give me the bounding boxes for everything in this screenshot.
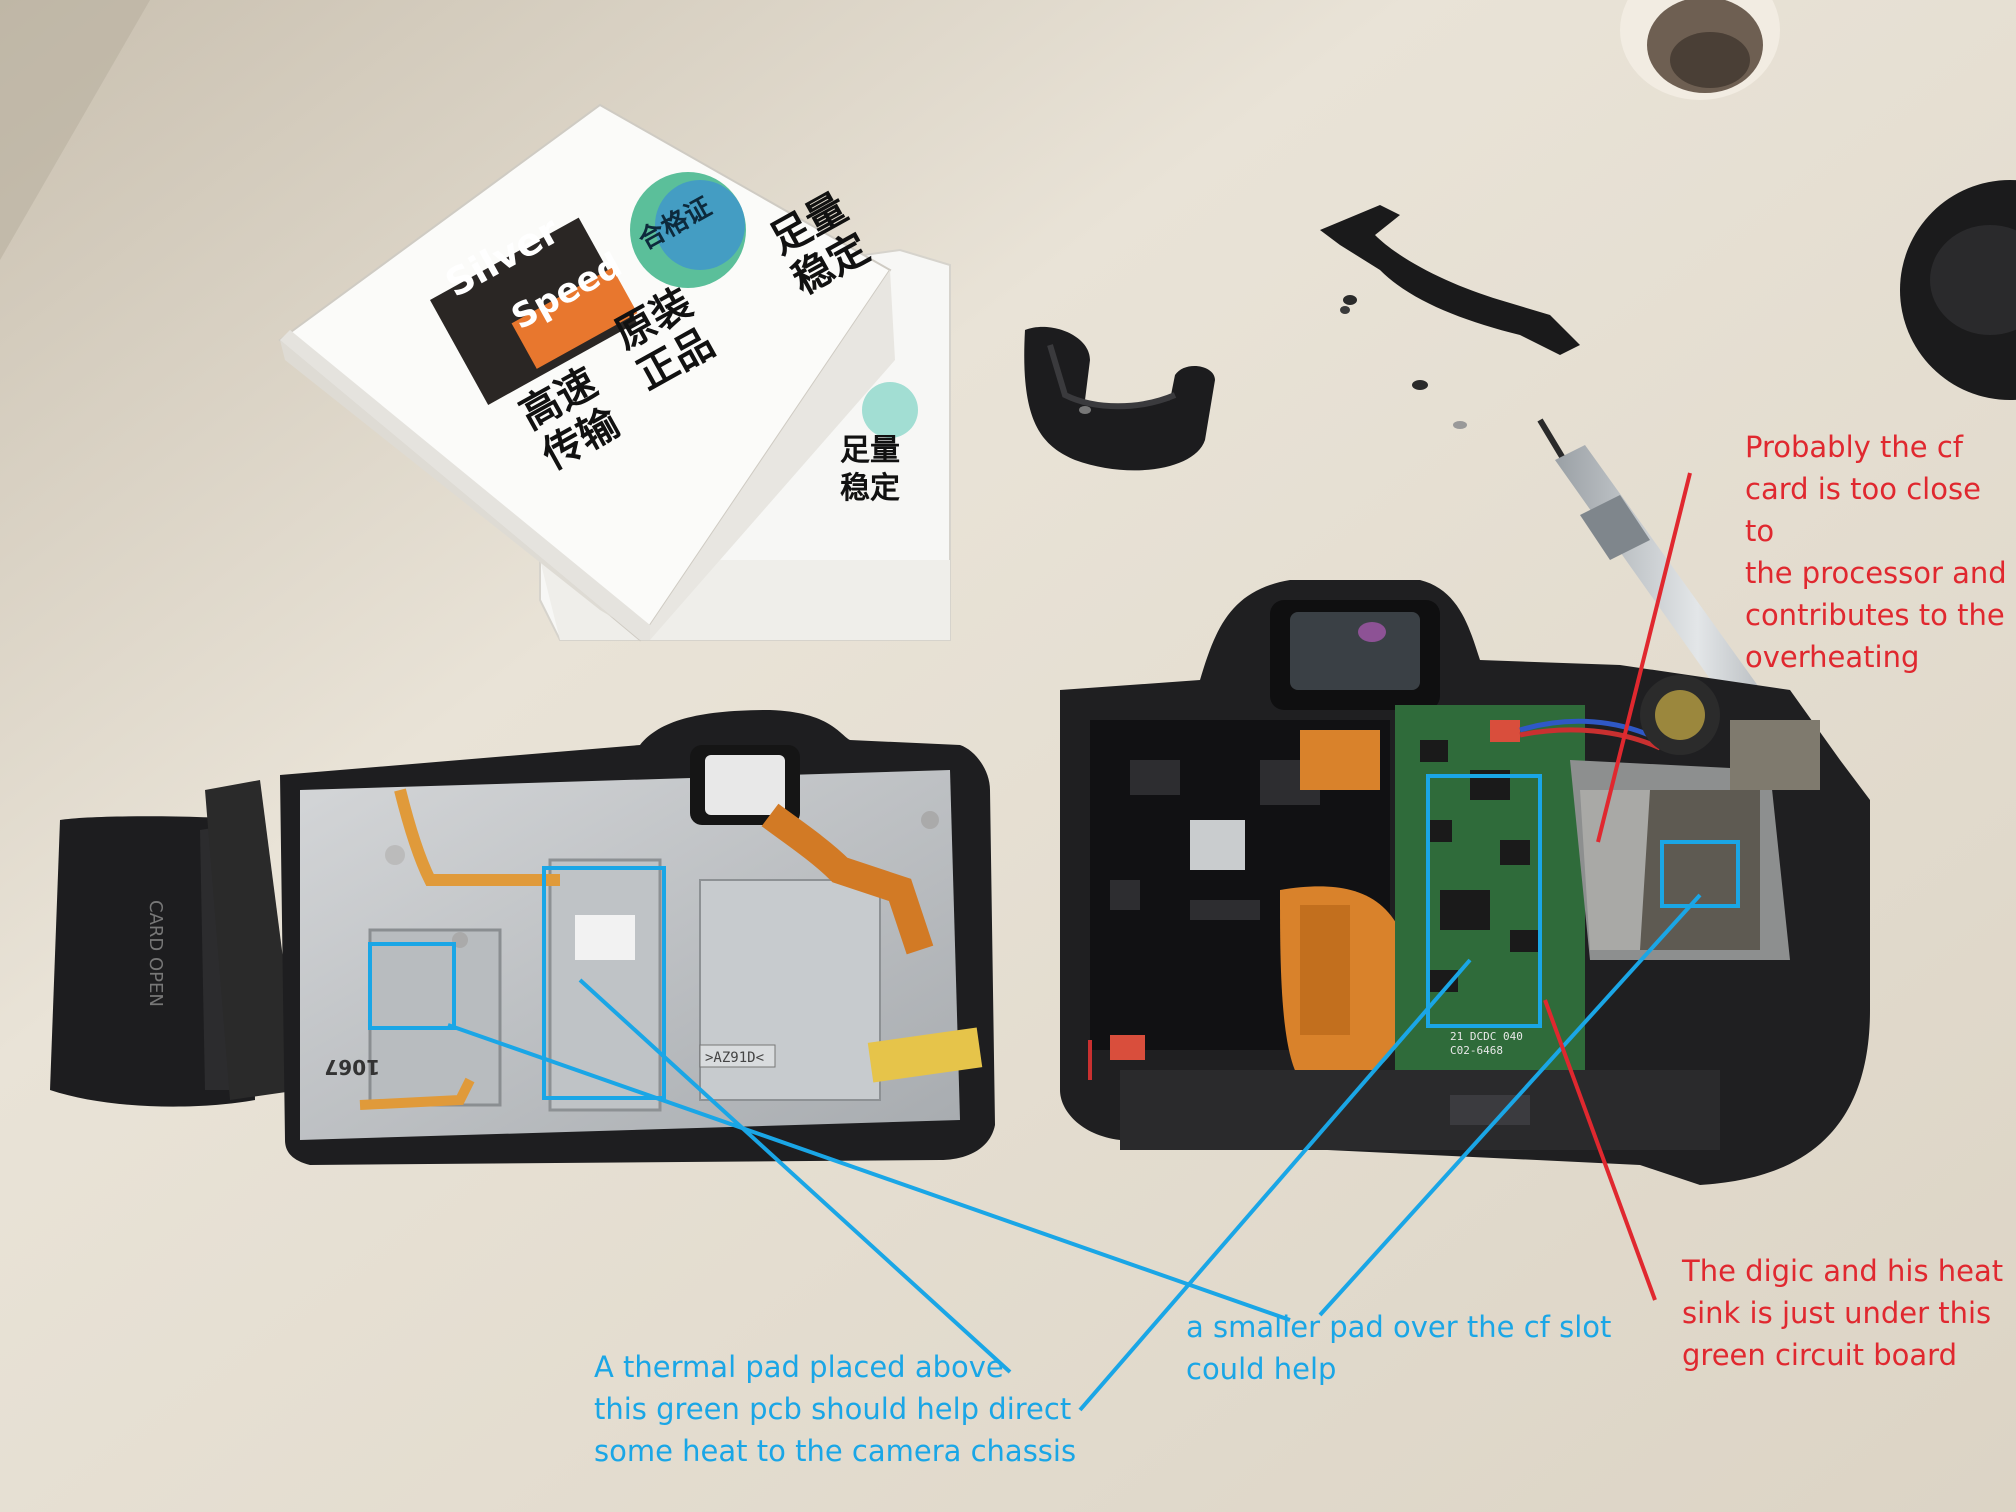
rubber-strip — [1320, 205, 1580, 355]
card-box-front: Silver Speed 合格证 足量稳定 原装正品 高速传输 — [278, 103, 895, 642]
flex-cable-left — [394, 788, 560, 886]
pad-box-back-large — [542, 866, 666, 1100]
blue-leader-lines — [447, 893, 1702, 1412]
box-back-text: 足量稳定 — [840, 433, 900, 506]
screws — [1079, 295, 1467, 429]
flex-cable-right — [761, 803, 934, 955]
digic-note: The digic and his heat sink is just unde… — [1682, 1254, 2004, 1372]
red-leader-lines — [1543, 472, 1692, 1301]
camera-back-panel: CARD OPEN >AZ91D< 1067 — [50, 710, 995, 1165]
blue-annotation-boxes — [368, 774, 1740, 1100]
back-panel-code: >AZ91D< — [705, 1050, 764, 1066]
panel-number: 1067 — [324, 1055, 380, 1079]
thermal-pad-note: A thermal pad placed above this green pc… — [594, 1350, 1077, 1468]
desk-shadow — [0, 0, 150, 260]
cf-slot — [1570, 720, 1820, 960]
pad-box-back-small — [368, 942, 456, 1030]
card-door-label: CARD OPEN — [145, 900, 166, 1007]
eyecup — [1024, 326, 1215, 471]
pad-box-cf-slot — [1660, 840, 1740, 908]
cf-slot-note: a smaller pad over the cf slot could hel… — [1186, 1310, 1612, 1386]
cf-card-note: Probably the cf card is too close to the… — [1745, 430, 2007, 674]
pad-box-green-pcb — [1426, 774, 1542, 1028]
